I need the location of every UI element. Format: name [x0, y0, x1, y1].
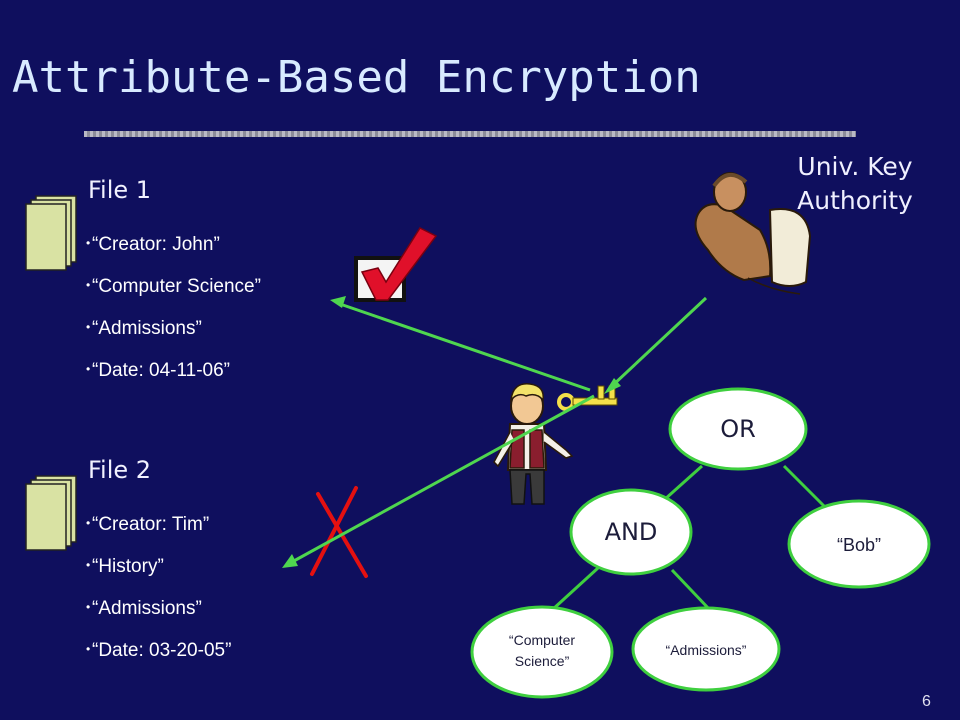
file2-attribute: •“History”	[86, 556, 164, 577]
policy-leaf-computer-science: “Computer Science”	[470, 605, 614, 699]
file2-heading: File 2	[88, 456, 152, 484]
x-mark-icon	[310, 486, 368, 578]
file1-attribute-list: •“Creator: John” •“Computer Science” •“A…	[86, 232, 261, 400]
file2-attribute-list: •“Creator: Tim” •“History” •“Admissions”…	[86, 512, 231, 680]
file2-attribute: •“Admissions”	[86, 598, 202, 619]
policy-node-or: OR	[668, 387, 808, 471]
key-authority-label: Univ. Key Authority	[770, 150, 940, 218]
policy-leaf-admissions-label: “Admissions”	[666, 642, 747, 658]
file1-attribute: •“Admissions”	[86, 318, 202, 339]
computer-user-icon	[694, 172, 812, 295]
page-number: 6	[922, 693, 931, 710]
policy-node-or-label: OR	[720, 415, 756, 443]
file1-attribute: •“Computer Science”	[86, 276, 261, 297]
document-stack-icon	[25, 195, 77, 271]
file1-attribute: •“Creator: John”	[86, 234, 220, 255]
policy-node-and: AND	[569, 488, 693, 576]
policy-leaf-bob-label: “Bob”	[837, 535, 881, 555]
checkbox-checked-icon	[354, 227, 438, 302]
policy-leaf-bob: “Bob”	[787, 499, 931, 589]
arrow-key-to-file1	[330, 296, 591, 392]
policy-leaf-cs-label-line2: Science”	[515, 653, 570, 669]
slide-title: Attribute-Based Encryption	[12, 52, 701, 103]
policy-node-and-label: AND	[605, 518, 658, 546]
file1-heading: File 1	[88, 176, 152, 204]
arrow-authority-to-key	[604, 296, 708, 394]
arrow-key-to-file2	[282, 394, 595, 568]
document-stack-icon	[25, 475, 77, 551]
policy-leaf-cs-label-line1: “Computer	[509, 632, 575, 648]
title-divider	[84, 131, 856, 137]
authority-line-2: Authority	[797, 186, 913, 215]
authority-line-1: Univ. Key	[797, 152, 913, 181]
user-person-icon	[493, 383, 574, 505]
policy-tree-edges	[550, 464, 826, 612]
policy-leaf-admissions: “Admissions”	[631, 606, 781, 692]
file1-attribute: •“Date: 04-11-06”	[86, 360, 230, 381]
file2-attribute: •“Date: 03-20-05”	[86, 640, 232, 661]
file2-attribute: •“Creator: Tim”	[86, 514, 210, 535]
